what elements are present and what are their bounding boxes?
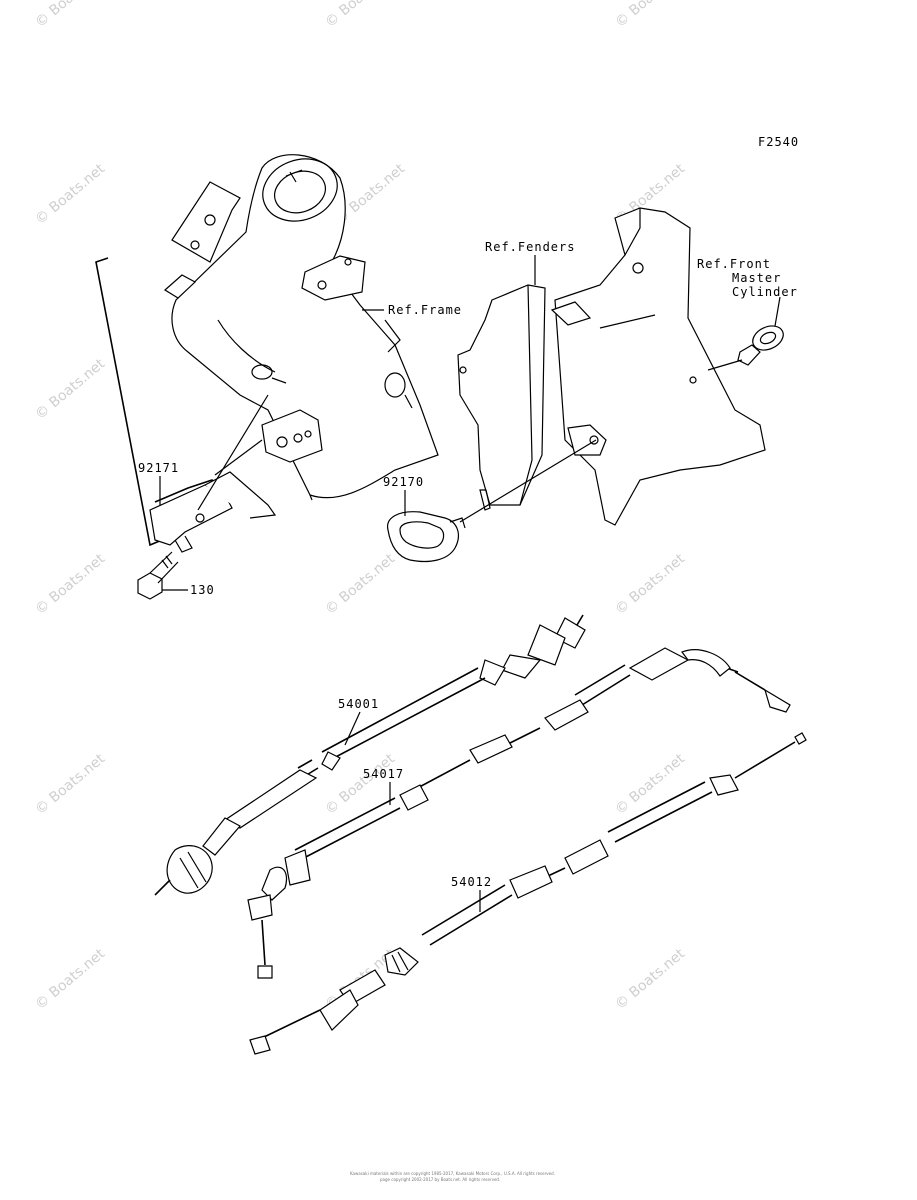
label-ref-frame: Ref.Frame	[388, 303, 462, 317]
clamp-92171	[95, 257, 277, 553]
leader-line	[197, 394, 269, 511]
hose-fitting	[737, 325, 784, 366]
watermark: © Boats.net	[612, 0, 688, 31]
leader-line	[344, 711, 361, 746]
watermark: © Boats.net	[612, 551, 688, 618]
watermark: © Boats.net	[32, 161, 108, 228]
watermark: © Boats.net	[322, 0, 398, 31]
figure-code: F2540	[758, 135, 799, 149]
cable-54012	[249, 732, 807, 1055]
footer-copyright-2: page copyright 2002-2017 by Boats.net. A…	[380, 1177, 500, 1182]
label-54001: 54001	[338, 697, 379, 711]
cable-54017	[247, 647, 791, 979]
label-ref-front-master-cylinder-2: Master	[732, 271, 781, 285]
label-130: 130	[190, 583, 215, 597]
watermark: © Boats.net	[32, 356, 108, 423]
footer-copyright: Kawasaki materials within are copyright …	[350, 1171, 555, 1176]
watermark: © Boats.net	[32, 751, 108, 818]
label-92171: 92171	[138, 461, 179, 475]
watermark: © Boats.net	[32, 0, 108, 31]
fender-drawing	[457, 207, 766, 526]
clamp-92170	[387, 511, 466, 563]
label-ref-fenders: Ref.Fenders	[485, 240, 575, 254]
watermark: © Boats.net	[32, 551, 108, 618]
label-ref-front-master-cylinder-3: Cylinder	[732, 285, 798, 299]
leader-line	[459, 439, 597, 523]
cable-54001	[154, 614, 586, 896]
label-92170: 92170	[383, 475, 424, 489]
leader-line	[774, 296, 781, 327]
watermark: © Boats.net	[612, 751, 688, 818]
leader-line	[214, 439, 263, 476]
watermark: © Boats.net	[322, 551, 398, 618]
leader-line	[707, 359, 743, 371]
bolt-130	[137, 551, 179, 600]
label-54012: 54012	[451, 875, 492, 889]
label-ref-front-master-cylinder-1: Ref.Front	[697, 257, 771, 271]
label-54017: 54017	[363, 767, 404, 781]
frame-drawing	[163, 154, 439, 501]
watermark: © Boats.net	[612, 946, 688, 1013]
watermark: © Boats.net	[32, 946, 108, 1013]
